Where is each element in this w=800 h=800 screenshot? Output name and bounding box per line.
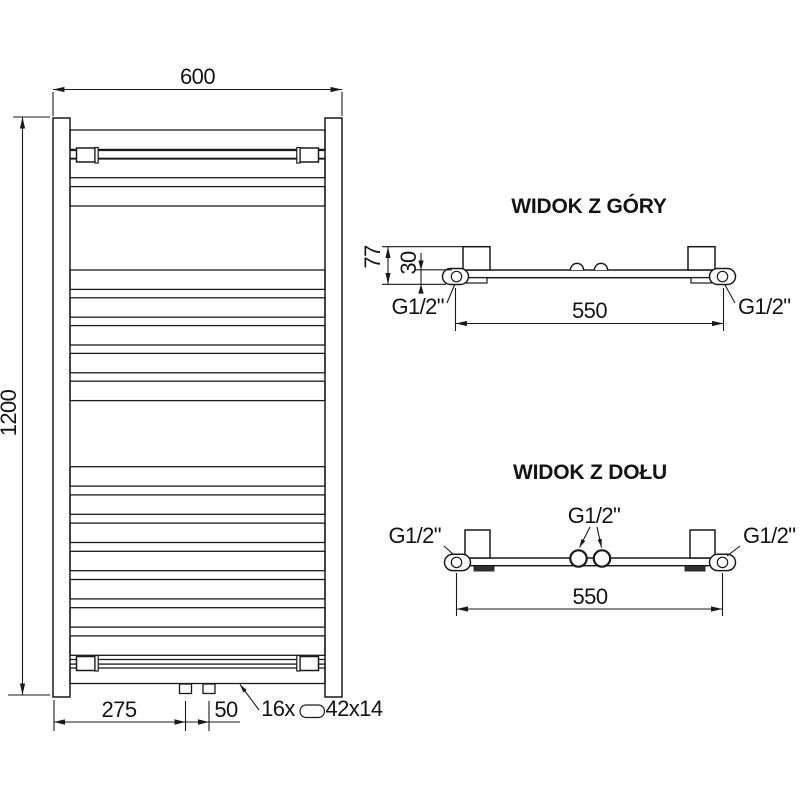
- bracket-foot: [690, 277, 713, 284]
- dim-text-width: 600: [180, 64, 215, 89]
- tube: [69, 324, 326, 346]
- thread-text: G1/2": [743, 523, 796, 548]
- dim-text-span: 550: [573, 584, 608, 609]
- dim-text-height: 1200: [0, 389, 21, 436]
- dim-span-550-top: 550: [454, 288, 725, 331]
- bracket-foot: [473, 566, 495, 572]
- front-view: 600 1200 275 50 16x 42x14: [0, 64, 383, 731]
- tube: [69, 607, 326, 628]
- tube: [69, 269, 326, 291]
- wall-bracket: [299, 655, 320, 672]
- center-connection-bump: [593, 262, 609, 271]
- bracket-foot: [465, 277, 488, 284]
- thread-text: G1/2": [568, 503, 621, 528]
- tube-profile-label: 42x14: [326, 696, 383, 721]
- thread-label-bottom-right: G1/2": [726, 523, 796, 557]
- thread-label-top-left: G1/2": [391, 284, 456, 319]
- dim-text-inlet-spacing: 50: [214, 697, 238, 722]
- dim-text-tube-depth: 30: [396, 251, 421, 275]
- thread-text: G1/2": [738, 294, 791, 319]
- tube: [69, 129, 326, 151]
- tube: [69, 550, 326, 572]
- top-view: WIDOK Z GÓRY 77 30 G1/2": [360, 194, 791, 331]
- tube: [69, 578, 326, 600]
- center-connection-bump: [569, 262, 585, 271]
- right-collector-tube: [324, 117, 343, 698]
- dim-span-550-bottom: 550: [455, 573, 724, 616]
- tube: [69, 663, 326, 685]
- tube: [69, 185, 326, 207]
- left-collector-tube: [52, 117, 71, 698]
- tube-profile-callout: 16x 42x14: [239, 684, 383, 721]
- tube: [69, 380, 326, 402]
- thread-label-top-right: G1/2": [724, 284, 791, 319]
- thread-label-bottom-center: G1/2": [568, 503, 621, 548]
- dim-width-600: 600: [52, 64, 343, 116]
- tube: [69, 494, 326, 515]
- thread-label-bottom-left: G1/2": [388, 523, 455, 556]
- tube: [69, 522, 326, 544]
- connection-stub: [202, 683, 216, 695]
- dim-depth-77: 77: [360, 245, 463, 285]
- dim-inlets: 275 50: [53, 697, 240, 731]
- bracket-clamp: [94, 146, 99, 164]
- bracket-clamp: [94, 654, 99, 672]
- thread-hole: [450, 556, 463, 569]
- wall-bracket: [75, 655, 96, 672]
- dim-text-span: 550: [572, 298, 607, 323]
- dim-text-depth: 77: [360, 245, 385, 269]
- tube: [69, 297, 326, 318]
- dim-text-inlet-offset: 275: [102, 697, 137, 722]
- wall-bracket-bottom-view: [464, 529, 491, 559]
- bracket-clamp: [296, 654, 301, 672]
- center-connection: [569, 549, 588, 568]
- tube-count-label: 16x: [261, 696, 295, 721]
- thread-text: G1/2": [391, 294, 444, 319]
- thread-text: G1/2": [388, 523, 441, 548]
- wall-bracket-top-view: [687, 245, 716, 271]
- connection-stub: [178, 683, 193, 695]
- dim-height-1200: 1200: [0, 116, 50, 696]
- bracket-clamp: [296, 146, 301, 164]
- bottom-view: WIDOK Z DOŁU G1/2" G1/2" G1/2": [388, 461, 796, 616]
- tube: [69, 157, 326, 179]
- tube: [69, 635, 326, 656]
- tube: [69, 466, 326, 487]
- dim-tube-depth-30: 30: [396, 251, 452, 294]
- top-view-title: WIDOK Z GÓRY: [511, 194, 667, 218]
- bottom-view-title: WIDOK Z DOŁU: [513, 461, 667, 484]
- wall-bracket: [75, 147, 96, 163]
- tube-bar-bottom-view: [449, 557, 729, 567]
- thread-hole: [716, 556, 729, 569]
- tube-profile-icon: [299, 704, 326, 719]
- tube-bar-top-view: [449, 269, 729, 279]
- wall-bracket: [299, 147, 320, 163]
- center-connection: [592, 549, 612, 568]
- thread-hole: [716, 270, 729, 283]
- tube: [69, 352, 326, 374]
- wall-bracket-bottom-view: [689, 529, 716, 559]
- thread-hole: [450, 270, 463, 283]
- wall-bracket-top-view: [462, 245, 491, 271]
- bracket-foot: [684, 566, 706, 572]
